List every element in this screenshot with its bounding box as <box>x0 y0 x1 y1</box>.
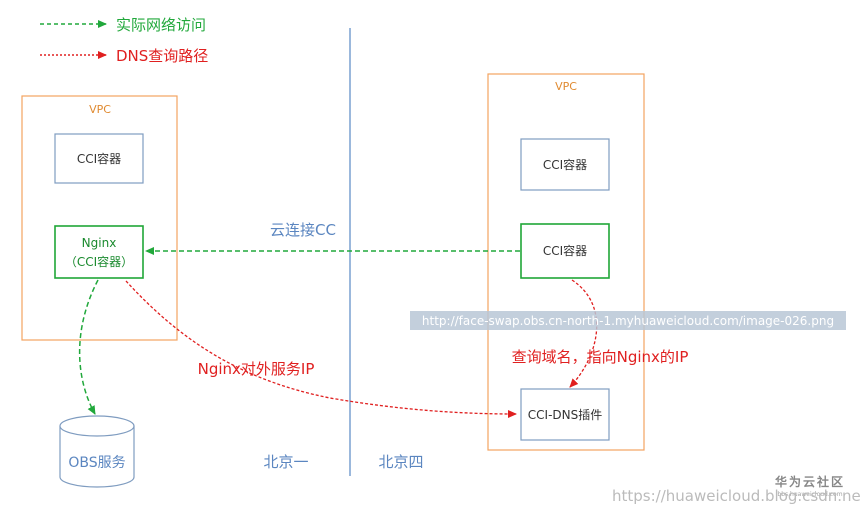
nginx-box <box>54 225 144 279</box>
legend-green-label: 实际网络访问 <box>116 16 206 34</box>
vpc-right-label: VPC <box>555 80 577 93</box>
brand-watermark: 华为云社区 bbs.huaweicloud.com <box>775 474 845 498</box>
nginx-ip-label: Nginx对外服务IP <box>198 360 315 378</box>
obs-service: OBS服务 <box>59 415 135 488</box>
edge-nginx-to-obs <box>78 279 99 415</box>
obs-label: OBS服务 <box>68 455 125 471</box>
cci-right-top-box <box>520 138 610 191</box>
nginx-label-line1: Nginx <box>82 236 117 250</box>
dns-plugin-label: CCI-DNS插件 <box>528 408 602 422</box>
obs-cylinder-body <box>59 426 135 488</box>
url-banner-bg <box>410 311 846 330</box>
cloud-connect-label: 云连接CC <box>270 221 336 239</box>
vpc-right: VPC CCI容器 CCI容器 CCI-DNS插件 <box>487 73 645 451</box>
edge-nginx-ip <box>125 280 517 418</box>
legend-red-label: DNS查询路径 <box>116 47 208 65</box>
edge-dns-query <box>569 279 598 388</box>
cci-right-mid-box <box>520 223 610 279</box>
url-banner-text: http://face-swap.obs.cn-north-1.myhuawei… <box>422 314 834 328</box>
obs-cylinder-top <box>59 415 135 437</box>
brand-sub: bbs.huaweicloud.com <box>777 491 842 498</box>
vpc-right-box <box>487 73 645 451</box>
legend: 实际网络访问 DNS查询路径 <box>40 16 208 65</box>
brand-text: 华为云社区 <box>775 474 845 489</box>
region-right-label: 北京四 <box>378 453 423 471</box>
corner-url: https://huaweicloud.blog.csdn.net <box>612 487 861 505</box>
dns-plugin-box <box>520 388 610 441</box>
dns-query-label: 查询域名，指向Nginx的IP <box>512 348 689 366</box>
vpc-left-label: VPC <box>89 103 111 116</box>
vpc-left-box <box>21 95 178 341</box>
region-left-label: 北京一 <box>263 453 308 471</box>
nginx-label-line2: （CCI容器） <box>65 254 133 269</box>
cci-right-mid-label: CCI容器 <box>543 243 587 258</box>
cci-left-box <box>54 133 144 184</box>
cci-left-label: CCI容器 <box>77 151 121 166</box>
vpc-left: VPC CCI容器 Nginx （CCI容器） <box>21 95 178 341</box>
cci-right-top-label: CCI容器 <box>543 157 587 172</box>
